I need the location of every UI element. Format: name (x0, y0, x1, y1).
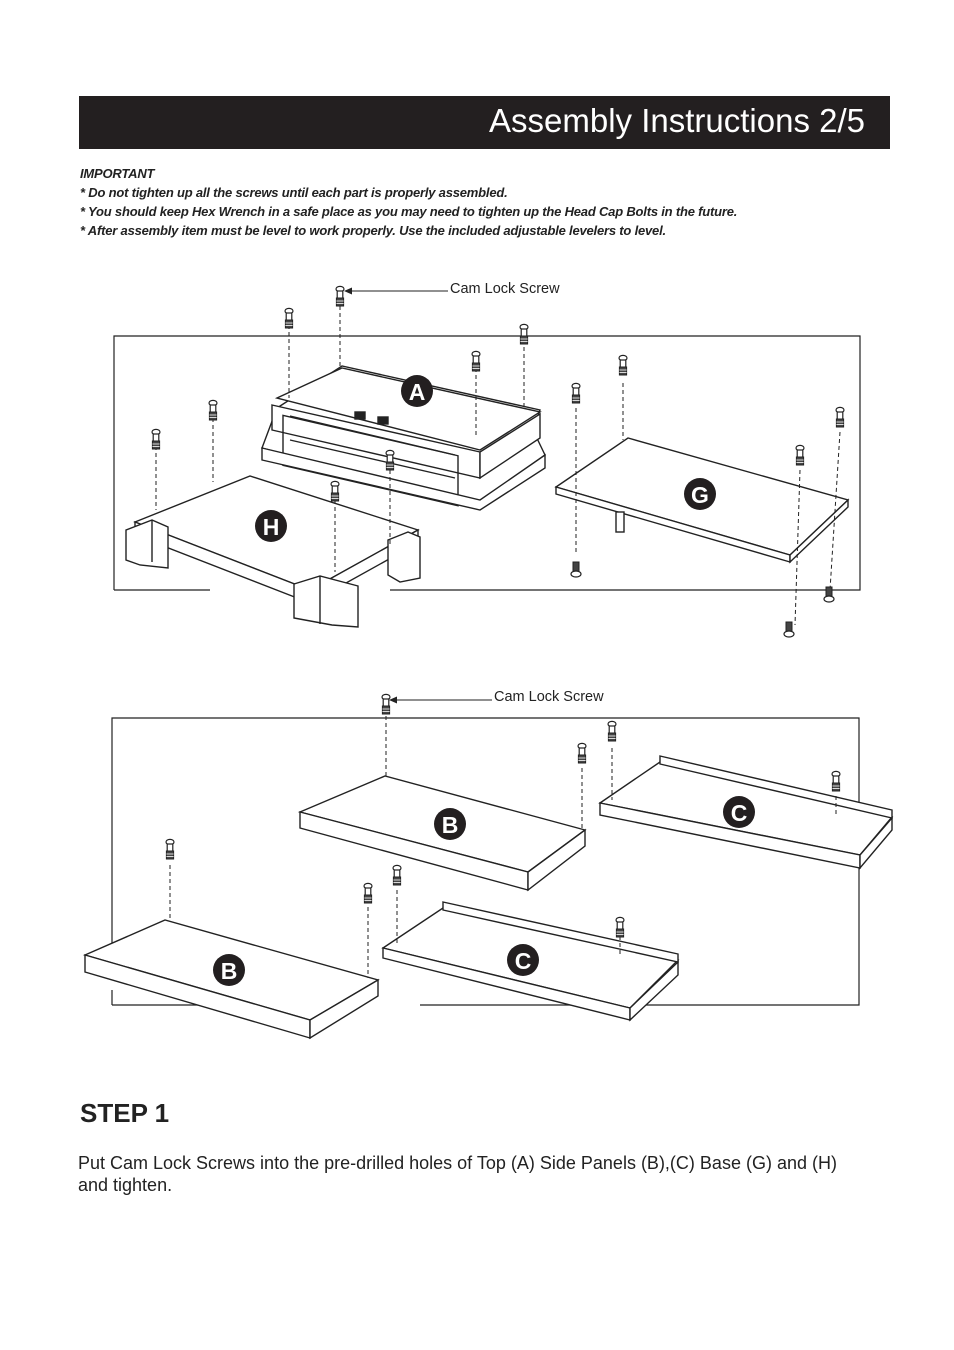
cam-lock-callout-2: Cam Lock Screw (389, 689, 604, 705)
diagram-1-frame (113, 335, 861, 591)
header-bar: Assembly Instructions 2/5 (79, 96, 890, 149)
label-badge-h: H (255, 510, 287, 542)
screws-diagram-2 (169, 716, 837, 978)
important-line-1: * Do not tighten up all the screws until… (80, 185, 508, 200)
important-notes: IMPORTANT * Do not tighten up all the sc… (80, 164, 737, 240)
important-heading: IMPORTANT (80, 166, 155, 181)
label-badge-c-lower: C (507, 944, 539, 976)
label-badge-g: G (684, 478, 716, 510)
important-line-2: * You should keep Hex Wrench in a safe p… (80, 204, 738, 219)
base-panel-h (125, 475, 421, 628)
assembly-diagrams: Cam Lock Screw (82, 281, 894, 1040)
svg-text:B: B (221, 958, 238, 984)
svg-text:C: C (731, 800, 748, 826)
label-badge-b-upper: B (434, 808, 466, 840)
callout-label-2: Cam Lock Screw (494, 689, 604, 705)
svg-text:B: B (442, 812, 459, 838)
important-line-3: * After assembly item must be level to w… (80, 223, 666, 238)
cam-lock-callout-1: Cam Lock Screw (344, 281, 560, 297)
label-badge-c-upper: C (723, 796, 755, 828)
screws-diagram-1 (155, 306, 841, 626)
svg-text:C: C (515, 948, 532, 974)
svg-text:A: A (409, 379, 426, 405)
callout-label-1: Cam Lock Screw (450, 281, 560, 297)
top-panel-a (261, 365, 546, 511)
svg-text:G: G (691, 482, 709, 508)
step-title: STEP 1 (80, 1098, 170, 1128)
label-badge-b-lower: B (213, 954, 245, 986)
label-badge-a: A (401, 375, 433, 407)
step-description: Put Cam Lock Screws into the pre-drilled… (78, 1153, 837, 1195)
page-title: Assembly Instructions 2/5 (489, 102, 865, 139)
svg-text:H: H (263, 514, 280, 540)
